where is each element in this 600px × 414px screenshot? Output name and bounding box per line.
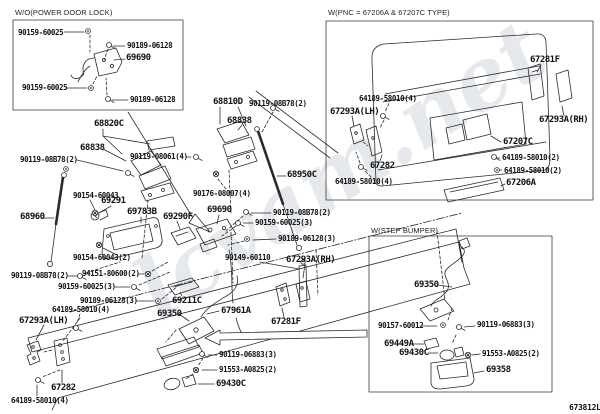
part-ref-label: 90119-08B78(2)	[249, 99, 307, 108]
part-ref-label: 64189-58010(4)	[335, 177, 393, 186]
part-ref-label: 64189-58010(4)	[359, 94, 417, 103]
part-number-label: 67293A(RH)	[539, 115, 589, 125]
part-number-label: 69350	[157, 309, 182, 319]
part-number-label: 67207C	[503, 137, 533, 147]
part-ref-label: 64189-58010(2)	[502, 153, 560, 162]
part-ref-label: 90159-60025(3)	[58, 282, 116, 291]
part-ref-label: 64189-58010(4)	[11, 396, 69, 405]
part-number-label: 68820C	[94, 119, 124, 129]
part-ref-label: 94151-80600(2)	[82, 269, 140, 278]
part-ref-label: 90159-60025	[22, 83, 68, 92]
part-number-label: 67293A(LH)	[19, 316, 69, 326]
part-ref-label: 90157-60012	[378, 321, 424, 330]
part-number-label: 67282	[370, 161, 395, 171]
part-ref-label: 90119-06883(3)	[477, 320, 535, 329]
part-ref-label: 90159-60025	[18, 28, 64, 37]
part-number-label: 69358	[486, 365, 511, 375]
part-number-label: 68950C	[287, 170, 317, 180]
part-ref-label: 91553-A0825(2)	[219, 365, 277, 374]
part-ref-label: 64189-58010(4)	[52, 305, 110, 314]
part-ref-label: 90176-08007(4)	[193, 189, 251, 198]
part-number-label: 67293A(RH)	[286, 255, 336, 265]
part-ref-label: 90119-06883(3)	[219, 350, 277, 359]
part-number-label: 68838	[80, 143, 105, 153]
part-number-label: 69430C	[216, 379, 246, 389]
part-ref-label: 90119-08061(4)	[130, 152, 188, 161]
figure-code: 673812L	[569, 403, 600, 412]
part-ref-label: 90154-60043(2)	[73, 253, 131, 262]
part-ref-label: 90189-06128	[127, 41, 173, 50]
part-number-label: 67282	[51, 383, 76, 393]
part-number-label: 67293A(LH)	[330, 107, 380, 117]
part-number-label: 69690	[126, 53, 151, 63]
part-number-label: 67281F	[530, 55, 560, 65]
part-number-label: 69290F	[163, 212, 193, 222]
part-ref-label: 90189-06128(3)	[278, 234, 336, 243]
panel-title-power-door-lock: W/O(POWER DOOR LOCK)	[15, 8, 113, 17]
part-number-label: 67281F	[271, 317, 301, 327]
part-number-label: 68960	[20, 212, 45, 222]
part-number-label: 68810D	[213, 97, 243, 107]
part-ref-label: 90159-60025(3)	[255, 218, 313, 227]
part-number-label: 69690	[207, 205, 232, 215]
part-ref-label: 90119-08B78(2)	[20, 155, 78, 164]
part-ref-label: 90119-08B78(2)	[11, 271, 69, 280]
part-number-label: 69783B	[127, 207, 157, 217]
part-number-label: 69449A	[384, 339, 414, 349]
part-number-label: 69430C	[399, 348, 429, 358]
panel-title-pnc-type: W(PNC = 67206A & 67207C TYPE)	[328, 8, 450, 17]
part-ref-label: 90189-06128(3)	[80, 296, 138, 305]
part-ref-label: 64189-58010(2)	[504, 166, 562, 175]
part-number-label: 67206A	[506, 178, 536, 188]
part-ref-label: 90154-60043	[73, 191, 119, 200]
part-number-label: 69350	[414, 280, 439, 290]
panel-title-step-bumper: W(STEP BUMPER)	[371, 226, 439, 235]
part-number-label: 68838	[227, 116, 252, 126]
part-number-label: 67961A	[221, 306, 251, 316]
part-ref-label: 90149-60110	[225, 253, 271, 262]
part-number-label: 69291	[101, 196, 126, 206]
part-number-label: 69211C	[172, 296, 202, 306]
part-ref-label: 91553-A0825(2)	[482, 349, 540, 358]
part-ref-label: 90189-06128	[130, 95, 176, 104]
part-ref-label: 90119-08B78(2)	[273, 208, 331, 217]
